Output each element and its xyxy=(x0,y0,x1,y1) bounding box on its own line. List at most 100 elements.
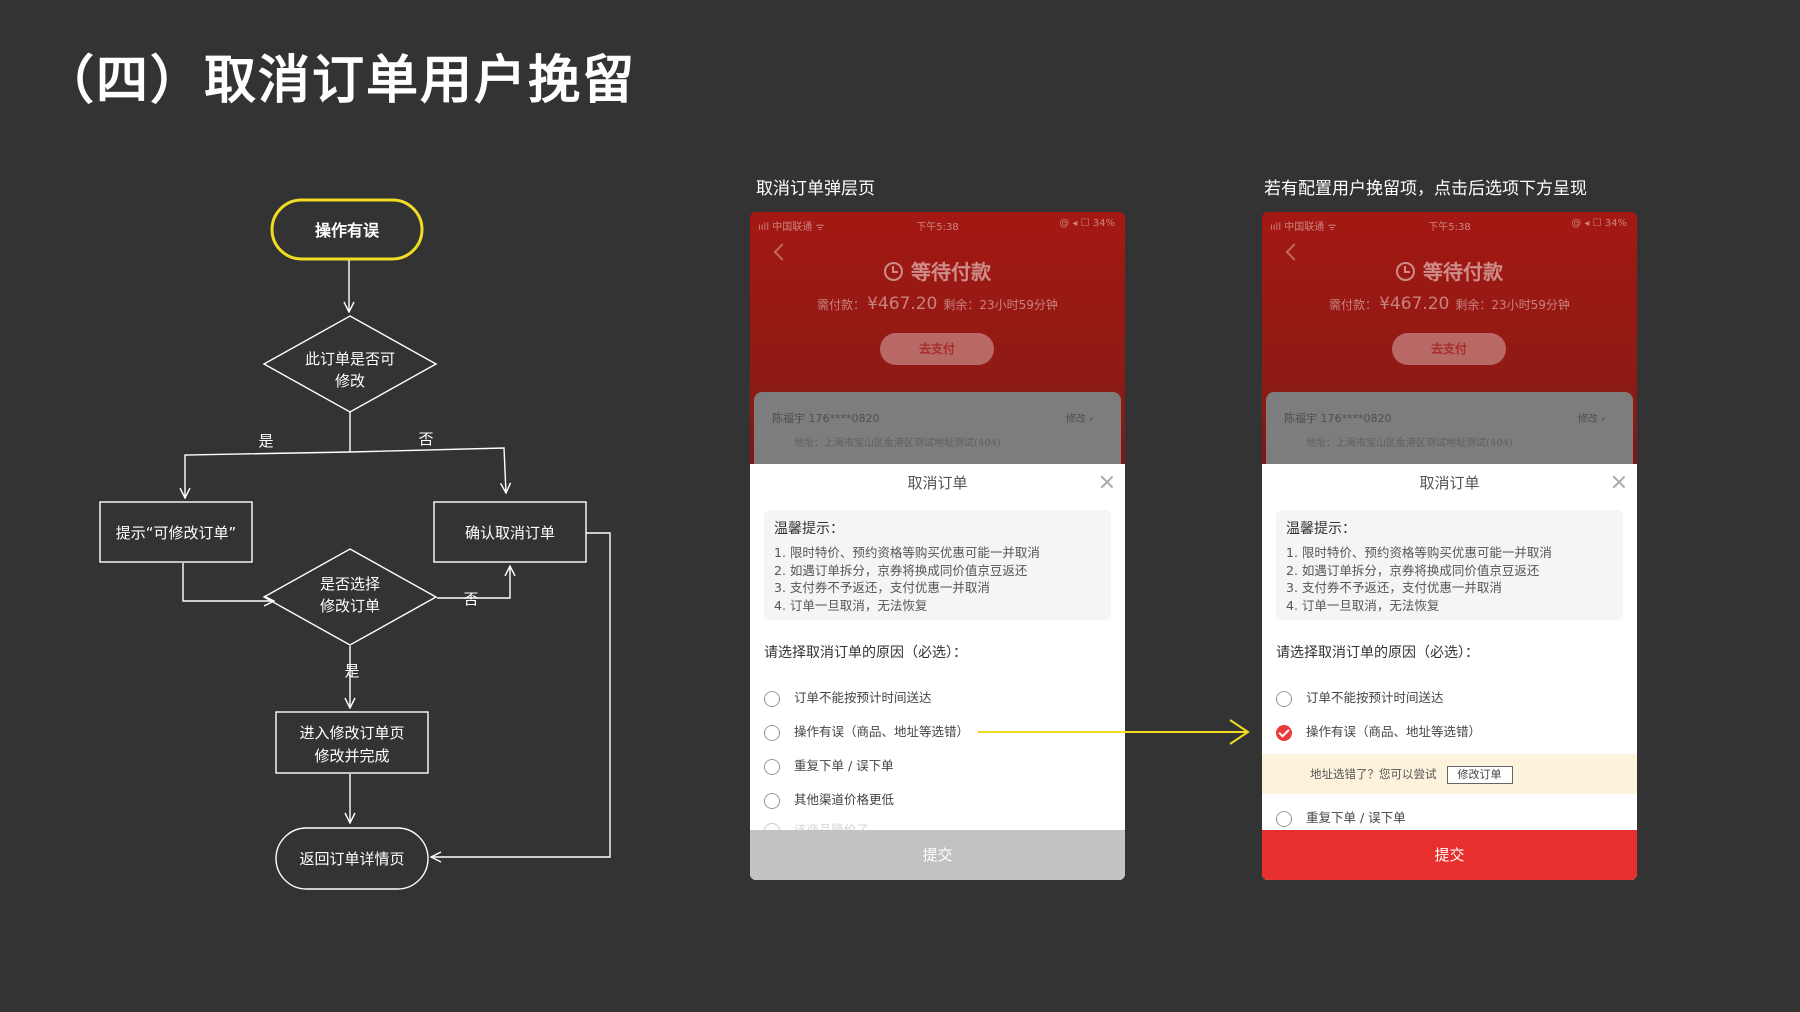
address-detail: 地址：上海市宝山区金港区测试地址测试(404) xyxy=(1306,438,1513,449)
order-status: 等待付款 xyxy=(750,256,1125,285)
suggestion-text: 地址选错了？您可以尝试 xyxy=(1310,767,1437,781)
order-status: 等待付款 xyxy=(1262,256,1637,285)
pay-amount: ¥467.20 xyxy=(1379,294,1450,314)
sheet-title: 取消订单 xyxy=(907,474,968,492)
flow-decision-choose-edit xyxy=(262,548,438,646)
reason-option[interactable]: 其他渠道价格更低 xyxy=(764,790,894,814)
flow-start-label: 操作有误 xyxy=(315,221,380,240)
reason-option-selected[interactable]: 操作有误（商品、地址等选错） xyxy=(1276,722,1481,746)
reason-option[interactable]: 重复下单 / 误下单 xyxy=(764,756,894,780)
pay-label: 需付款： xyxy=(817,298,866,312)
reason-label: 订单不能按预计时间送达 xyxy=(794,690,932,705)
pay-button[interactable]: 去支付 xyxy=(1392,333,1506,365)
radio-unchecked-icon[interactable] xyxy=(764,758,780,775)
pay-label: 需付款： xyxy=(1329,298,1378,312)
flow-yes2-label: 是 xyxy=(344,662,359,680)
slide-title: （四）取消订单用户挽留 xyxy=(42,51,637,111)
yellow-arrow-head-icon xyxy=(1229,719,1250,745)
flow-decision1-line1: 此订单是否可 xyxy=(305,350,395,368)
tip-line: 4. 订单一旦取消，无法恢复 xyxy=(774,597,928,613)
address-edit-link[interactable]: 修改 › xyxy=(1577,414,1605,425)
remain-time: 23小时59分钟 xyxy=(1491,298,1570,312)
flow-connector-no xyxy=(349,447,506,493)
pay-button[interactable]: 去支付 xyxy=(880,333,994,365)
flow-box-edit xyxy=(275,711,429,774)
reason-heading: 请选择取消订单的原因（必选）： xyxy=(764,645,967,661)
submit-button[interactable]: 提交 xyxy=(1262,830,1637,880)
radio-unchecked-icon[interactable] xyxy=(764,690,780,707)
address-detail: 地址：上海市宝山区金港区测试地址测试(404) xyxy=(794,438,1001,449)
tips-box: 温馨提示： 1. 限时特价、预约资格等购买优惠可能一并取消 2. 如遇订单拆分，… xyxy=(764,510,1111,620)
phone-cancel-sheet: ııll 中国联通 ᯤ 下午5:38 @ ◂ ☐ 34% 等待付款 需付款：¥4… xyxy=(750,212,1125,880)
phone-cancel-sheet-retention: ııll 中国联通 ᯤ 下午5:38 @ ◂ ☐ 34% 等待付款 需付款：¥4… xyxy=(1262,212,1637,880)
tip-line: 1. 限时特价、预约资格等购买优惠可能一并取消 xyxy=(1286,545,1552,560)
reason-label: 订单不能按预计时间送达 xyxy=(1306,690,1444,705)
tips-heading: 温馨提示： xyxy=(774,521,844,537)
flow-box-hint-label: 提示“可修改订单” xyxy=(116,524,237,542)
order-status-text: 等待付款 xyxy=(1423,260,1503,284)
modify-order-button[interactable]: 修改订单 xyxy=(1446,765,1513,784)
flow-decision2-line2: 修改订单 xyxy=(320,597,380,615)
submit-button[interactable]: 提交 xyxy=(750,830,1125,880)
cancel-order-sheet: 取消订单 温馨提示： 1. 限时特价、预约资格等购买优惠可能一并取消 2. 如遇… xyxy=(1262,464,1637,880)
tip-line: 3. 支付券不予返还，支付优惠一并取消 xyxy=(774,580,990,595)
address-name: 陈福宇 176****0820 xyxy=(772,412,880,425)
order-status-text: 等待付款 xyxy=(911,260,991,284)
reason-option[interactable]: 订单不能按预计时间送达 xyxy=(1276,688,1444,712)
reason-label: 操作有误（商品、地址等选错） xyxy=(1306,724,1482,739)
cancel-order-sheet: 取消订单 温馨提示： 1. 限时特价、预约资格等购买优惠可能一并取消 2. 如遇… xyxy=(750,464,1125,880)
flow-no2-label: 否 xyxy=(463,590,478,608)
tip-line: 2. 如遇订单拆分，京券将换成同价值京豆返还 xyxy=(1286,562,1540,578)
close-icon[interactable] xyxy=(1611,474,1627,490)
radio-unchecked-icon[interactable] xyxy=(764,724,780,741)
flow-end-label: 返回订单详情页 xyxy=(299,850,404,868)
retention-suggestion: 地址选错了？您可以尝试修改订单 xyxy=(1262,754,1637,794)
radio-unchecked-icon[interactable] xyxy=(1276,690,1292,707)
carrier-signal: ııll 中国联通 ᯤ xyxy=(1270,222,1337,233)
flow-box-edit-line1: 进入修改订单页 xyxy=(299,724,404,742)
tip-line: 3. 支付券不予返还，支付优惠一并取消 xyxy=(1286,580,1502,595)
reason-option[interactable]: 重复下单 / 误下单 xyxy=(1276,808,1406,832)
status-bar: ııll 中国联通 ᯤ 下午5:38 @ ◂ ☐ 34% xyxy=(1262,218,1637,234)
flow-box-confirm-label: 确认取消订单 xyxy=(465,524,555,542)
caption-right-phone: 若有配置用户挽留项，点击后选项下方呈现 xyxy=(1264,179,1587,199)
reason-option[interactable]: 订单不能按预计时间送达 xyxy=(764,688,932,712)
reason-label: 重复下单 / 误下单 xyxy=(794,758,894,773)
flow-decision1-line2: 修改 xyxy=(335,372,365,390)
status-time: 下午5:38 xyxy=(916,222,959,233)
flow-connector xyxy=(182,563,274,601)
remain-label: 剩余： xyxy=(1455,298,1492,312)
radio-unchecked-icon[interactable] xyxy=(764,792,780,809)
remain-time: 23小时59分钟 xyxy=(979,298,1058,312)
radio-checked-icon[interactable] xyxy=(1276,724,1292,741)
flow-decision2-line1: 是否选择 xyxy=(320,575,380,593)
status-time: 下午5:38 xyxy=(1428,222,1471,233)
pay-amount: ¥467.20 xyxy=(867,294,938,314)
tip-line: 2. 如遇订单拆分，京券将换成同价值京豆返还 xyxy=(774,562,1028,578)
reason-label: 重复下单 / 误下单 xyxy=(1306,810,1406,825)
flow-yes-label: 是 xyxy=(258,432,273,450)
tips-heading: 温馨提示： xyxy=(1286,521,1356,537)
flow-no-label: 否 xyxy=(418,430,433,448)
reason-label: 其他渠道价格更低 xyxy=(794,792,895,807)
battery-status: @ ◂ ☐ 34% xyxy=(1571,218,1627,229)
caption-left-phone: 取消订单弹层页 xyxy=(756,179,875,199)
sheet-title: 取消订单 xyxy=(1419,474,1480,492)
flowchart: 操作有误 此订单是否可 修改 是 否 提示“可修改订单” 确认取消订单 是否选择… xyxy=(99,198,611,890)
address-name: 陈福宇 176****0820 xyxy=(1284,412,1392,425)
flow-start-node xyxy=(270,198,424,261)
reason-heading: 请选择取消订单的原因（必选）： xyxy=(1276,645,1479,661)
flow-connector-yes xyxy=(185,451,351,498)
tips-box: 温馨提示： 1. 限时特价、预约资格等购买优惠可能一并取消 2. 如遇订单拆分，… xyxy=(1276,510,1623,620)
reason-option[interactable]: 操作有误（商品、地址等选错） xyxy=(764,722,969,746)
radio-unchecked-icon[interactable] xyxy=(1276,810,1292,827)
flow-connector xyxy=(431,532,611,857)
carrier-signal: ııll 中国联通 ᯤ xyxy=(758,222,825,233)
close-icon[interactable] xyxy=(1099,474,1115,490)
address-edit-link[interactable]: 修改 › xyxy=(1065,414,1093,425)
flow-end-node xyxy=(275,827,429,890)
tip-line: 1. 限时特价、预约资格等购买优惠可能一并取消 xyxy=(774,545,1040,560)
clock-icon xyxy=(1396,262,1415,281)
battery-status: @ ◂ ☐ 34% xyxy=(1059,218,1115,229)
